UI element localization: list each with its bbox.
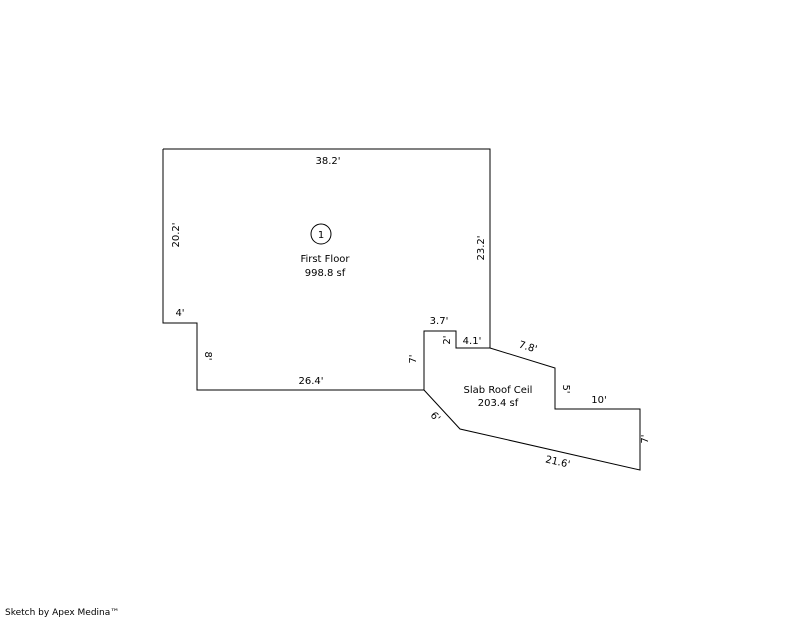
first-floor-label: First Floor: [300, 254, 350, 265]
dim-bottom: 26.4': [298, 376, 323, 387]
sketch-credit: Sketch by Apex Medina™: [5, 608, 120, 618]
dim-slab-right: 7': [640, 434, 651, 443]
dim-top: 38.2': [315, 156, 340, 167]
dim-slab-diag-top: 7.8': [517, 340, 538, 356]
slab-roof-area: 203.4 sf: [478, 398, 519, 409]
first-floor-outline: [162, 148, 491, 391]
dim-notch-drop: 2': [442, 335, 453, 344]
dim-slab-diag-left: 6': [428, 410, 442, 424]
dim-step-left: 4': [175, 308, 184, 319]
slab-roof-outline: [423, 347, 641, 471]
first-floor-area: 998.8 sf: [305, 268, 346, 279]
slab-roof-label: Slab Roof Ceil: [464, 385, 533, 396]
dim-slab-step: 5': [560, 384, 571, 393]
dim-notch-rise: 7': [408, 354, 419, 363]
dim-notch-top: 3.7': [430, 316, 449, 327]
area-marker-number: 1: [318, 230, 324, 241]
dim-left: 20.2': [171, 222, 182, 247]
dim-step-down: 8': [202, 351, 213, 360]
dim-right: 23.2': [476, 235, 487, 260]
dim-notch-run: 4.1': [463, 336, 482, 347]
dim-slab-bottom: 21.6': [544, 454, 571, 470]
area-marker-circle: [310, 223, 332, 245]
dim-slab-ten: 10': [591, 395, 606, 406]
